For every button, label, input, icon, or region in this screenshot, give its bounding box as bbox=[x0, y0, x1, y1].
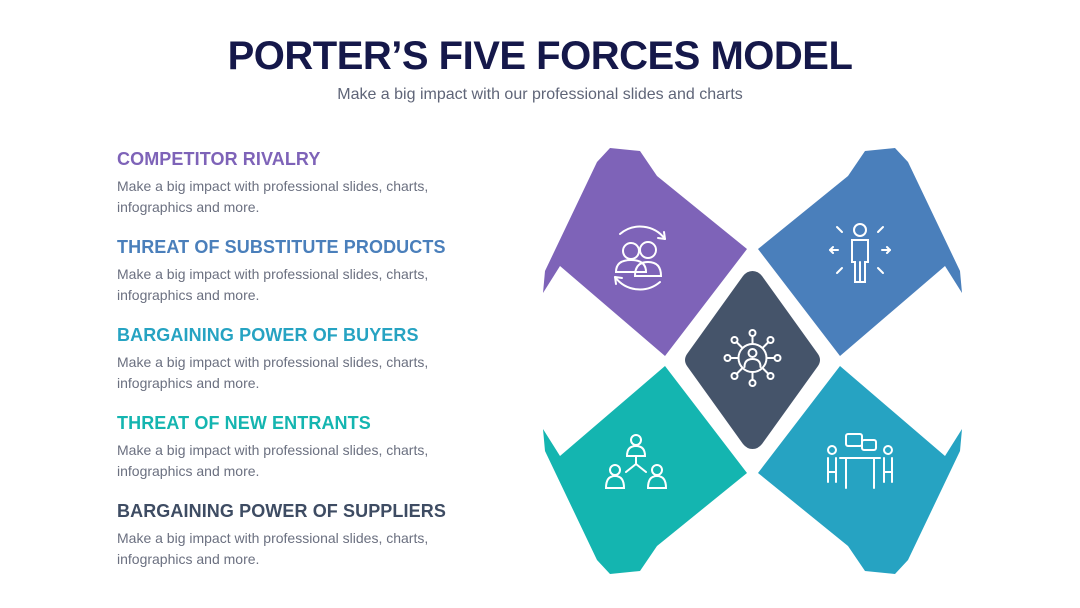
diagram-svg bbox=[543, 148, 962, 574]
force-supplier-power: BARGAINING POWER OF SUPPLIERS Make a big… bbox=[117, 498, 497, 586]
five-forces-diagram bbox=[540, 146, 965, 576]
force-description: Make a big impact with professional slid… bbox=[117, 178, 429, 215]
force-title: COMPETITOR RIVALRY bbox=[117, 149, 321, 169]
forces-list: COMPETITOR RIVALRY Make a big impact wit… bbox=[117, 146, 497, 586]
hierarchy-people-icon bbox=[604, 434, 668, 489]
arrow-bottom-left bbox=[543, 366, 747, 574]
team-cycle-icon bbox=[614, 225, 666, 291]
center-diamond bbox=[685, 271, 820, 449]
force-buyer-power: BARGAINING POWER OF BUYERS Make a big im… bbox=[117, 322, 497, 410]
arrow-bottom-right bbox=[758, 366, 962, 574]
force-title: THREAT OF SUBSTITUTE PRODUCTS bbox=[117, 237, 446, 257]
force-new-entrants: THREAT OF NEW ENTRANTS Make a big impact… bbox=[117, 410, 497, 498]
force-title: BARGAINING POWER OF BUYERS bbox=[117, 325, 419, 345]
force-description: Make a big impact with professional slid… bbox=[117, 530, 429, 567]
network-person-icon bbox=[723, 329, 782, 387]
force-title: BARGAINING POWER OF SUPPLIERS bbox=[117, 501, 446, 521]
force-competitor-rivalry: COMPETITOR RIVALRY Make a big impact wit… bbox=[117, 146, 497, 234]
page-subtitle: Make a big impact with our professional … bbox=[337, 86, 743, 103]
force-title: THREAT OF NEW ENTRANTS bbox=[117, 413, 371, 433]
meeting-table-icon bbox=[827, 433, 893, 489]
person-radiating-icon bbox=[829, 223, 891, 283]
page-title: PORTER’S FIVE FORCES MODEL bbox=[227, 34, 853, 78]
arrow-top-right bbox=[758, 148, 962, 356]
force-description: Make a big impact with professional slid… bbox=[117, 354, 429, 391]
force-threat-of-substitutes: THREAT OF SUBSTITUTE PRODUCTS Make a big… bbox=[117, 234, 497, 322]
force-description: Make a big impact with professional slid… bbox=[117, 442, 429, 479]
force-description: Make a big impact with professional slid… bbox=[117, 266, 429, 303]
arrow-top-left bbox=[543, 148, 747, 356]
